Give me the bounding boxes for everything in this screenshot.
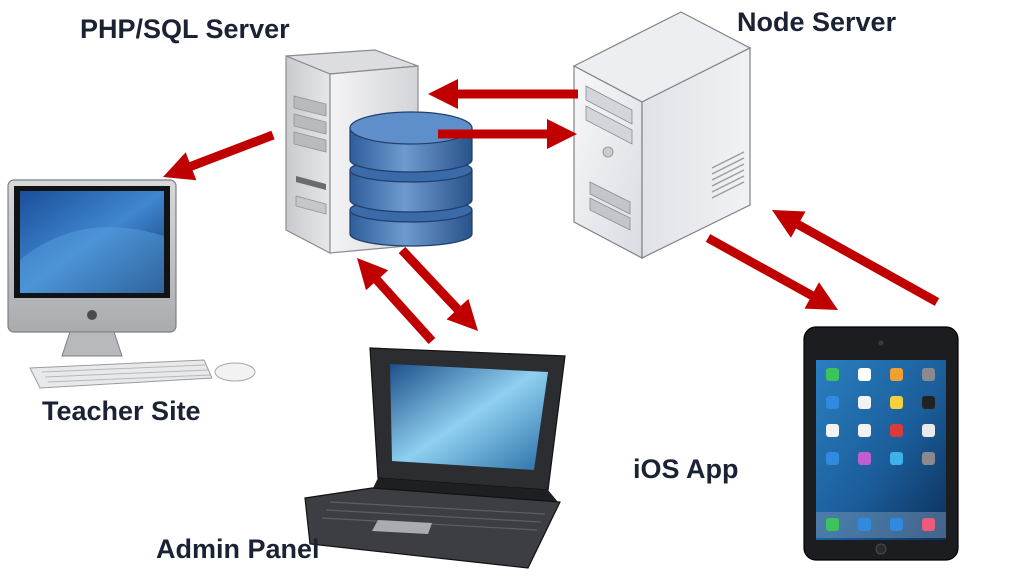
desktop-computer-icon bbox=[7, 179, 256, 389]
arrow-node-server-to-ios-app bbox=[705, 234, 838, 310]
arrow-php-sql-server-to-node-server bbox=[438, 119, 577, 149]
node-server-icon bbox=[572, 11, 752, 259]
laptop-icon bbox=[304, 347, 566, 569]
node-server-label: Node Server bbox=[737, 7, 897, 37]
arrows-layer bbox=[163, 79, 940, 344]
admin-panel-label: Admin Panel bbox=[156, 534, 320, 564]
tablet-icon bbox=[803, 326, 959, 561]
ios-app-label: iOS App bbox=[633, 454, 739, 484]
arrow-php-sql-server-to-teacher-site bbox=[163, 130, 275, 181]
php-sql-server-label: PHP/SQL Server bbox=[80, 14, 290, 44]
arrow-node-server-to-php-sql-server bbox=[428, 79, 578, 109]
arrow-ios-app-to-node-server bbox=[772, 210, 940, 306]
arrow-php-sql-server-to-admin-panel bbox=[398, 246, 478, 331]
app-icon-grid bbox=[816, 368, 946, 538]
teacher-site-label: Teacher Site bbox=[42, 396, 201, 426]
arrow-admin-panel-to-php-sql-server bbox=[357, 258, 436, 344]
